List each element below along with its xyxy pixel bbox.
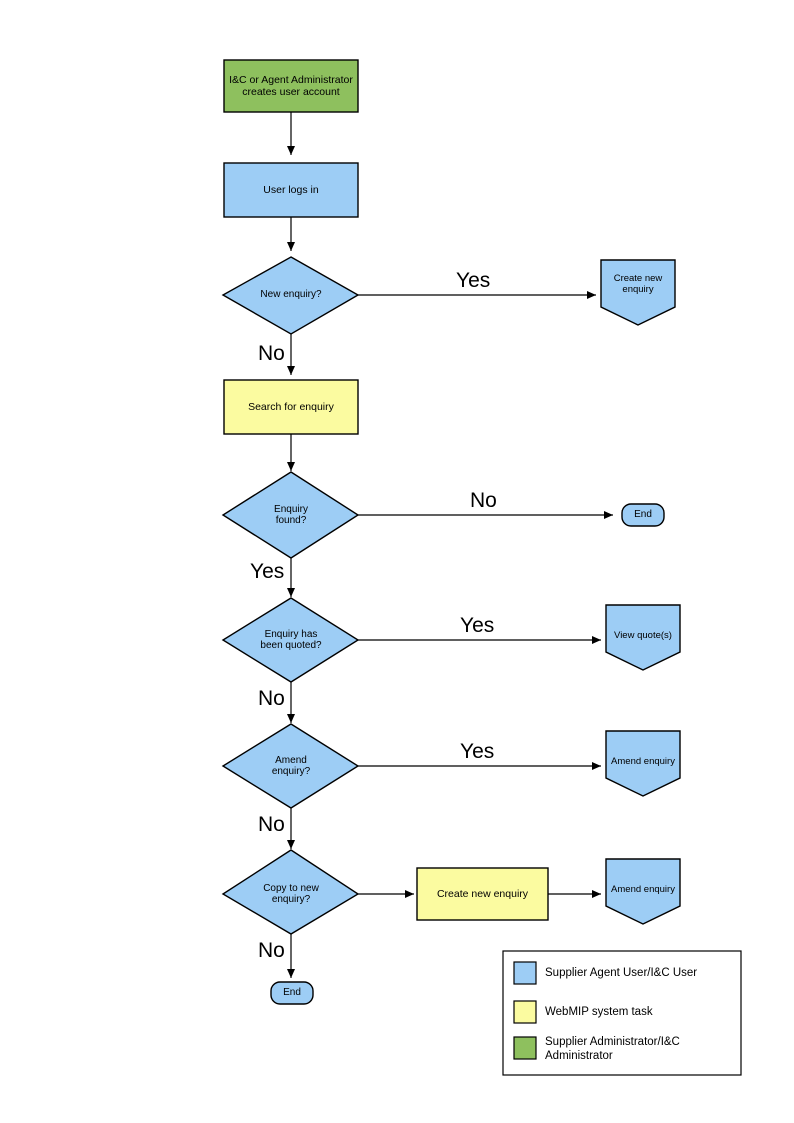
edge-label-amend-yes: Yes bbox=[460, 740, 495, 763]
node-create-new-enquiry-bottom[interactable] bbox=[416, 867, 549, 921]
edge-label-quoted-yes: Yes bbox=[460, 614, 495, 637]
node-end-not-found[interactable] bbox=[621, 503, 665, 527]
node-new-enquiry-decision[interactable] bbox=[221, 256, 360, 335]
node-user-logs-in[interactable] bbox=[223, 162, 359, 218]
legend-item-label-user: Supplier Agent User/I&C User bbox=[545, 967, 698, 979]
edge-label-amend-no: No bbox=[258, 813, 285, 836]
node-copy-to-new-enquiry-decision[interactable] bbox=[221, 849, 360, 935]
connectors bbox=[287, 112, 613, 978]
edge-label-enquiry-found-yes: Yes bbox=[250, 560, 285, 583]
legend-swatch-user bbox=[513, 961, 537, 985]
node-amend-enquiry-copy[interactable] bbox=[605, 858, 681, 925]
node-end-final[interactable] bbox=[270, 981, 314, 1005]
node-amend-enquiry-decision[interactable] bbox=[221, 723, 360, 809]
edge-label-enquiry-found-no: No bbox=[470, 489, 497, 512]
node-view-quotes[interactable] bbox=[605, 604, 681, 671]
edge-label-quoted-no: No bbox=[258, 687, 285, 710]
legend-item-label-admin: Supplier Administrator/I&C Administrator bbox=[545, 1036, 680, 1063]
legend-swatch-system bbox=[513, 1000, 537, 1024]
legend-panel bbox=[502, 950, 742, 1076]
legend-item-label-system: WebMIP system task bbox=[545, 1006, 653, 1018]
node-search-for-enquiry[interactable] bbox=[223, 379, 359, 435]
node-create-new-enquiry-top[interactable] bbox=[600, 259, 676, 326]
edge-label-copy-no: No bbox=[258, 939, 285, 962]
node-amend-enquiry-action[interactable] bbox=[605, 730, 681, 797]
node-enquiry-found-decision[interactable] bbox=[221, 471, 360, 559]
legend-swatch-admin bbox=[513, 1036, 537, 1060]
edge-label-new-enquiry-yes: Yes bbox=[456, 269, 491, 292]
node-enquiry-quoted-decision[interactable] bbox=[221, 597, 360, 683]
node-admin-creates-account[interactable] bbox=[223, 59, 359, 113]
edge-label-new-enquiry-no: No bbox=[258, 342, 285, 365]
